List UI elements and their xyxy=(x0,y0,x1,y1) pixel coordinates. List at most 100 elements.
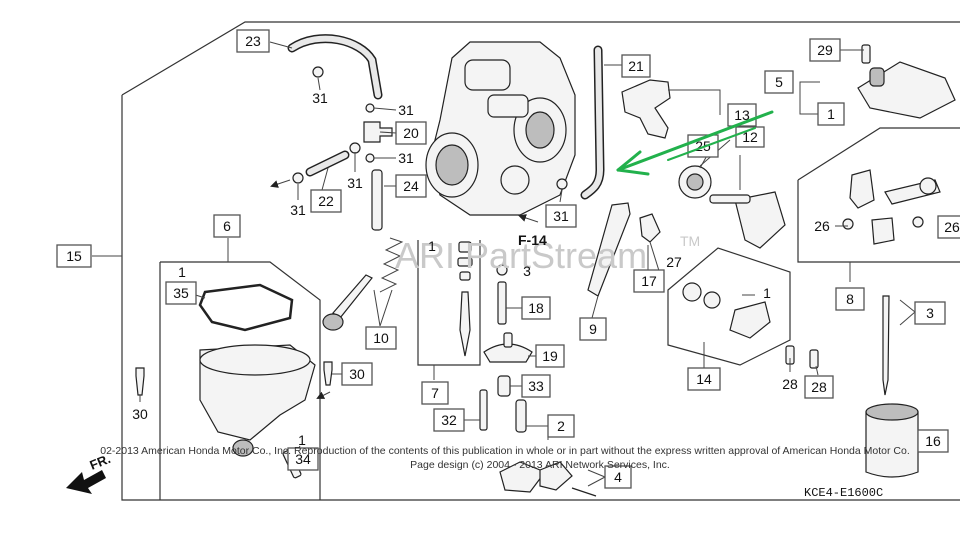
callout-35: 35 xyxy=(165,281,197,305)
jet-needle xyxy=(882,295,890,396)
svg-text:35: 35 xyxy=(173,285,189,301)
svg-text:10: 10 xyxy=(373,330,389,346)
accelerator-pump-frame xyxy=(667,247,791,366)
callout-33: 33 xyxy=(521,374,551,398)
main-jet xyxy=(497,375,511,397)
svg-text:31: 31 xyxy=(553,208,569,224)
svg-text:18: 18 xyxy=(528,300,544,316)
callout-8: 8 xyxy=(835,287,865,311)
callout-5: 5 xyxy=(764,70,794,94)
svg-text:3: 3 xyxy=(523,263,531,279)
svg-text:30: 30 xyxy=(349,366,365,382)
front-arrow: FR. xyxy=(66,451,113,494)
svg-text:31: 31 xyxy=(398,150,414,166)
chamber-screw-right xyxy=(323,361,333,386)
svg-text:3: 3 xyxy=(926,305,934,321)
svg-text:31: 31 xyxy=(312,90,328,106)
svg-text:1: 1 xyxy=(763,285,771,301)
throttle-link xyxy=(587,202,631,297)
svg-text:13: 13 xyxy=(734,107,750,123)
svg-text:21: 21 xyxy=(628,58,644,74)
callout-19: 19 xyxy=(535,344,565,368)
callout-6: 6 xyxy=(213,214,241,238)
pilot-screw xyxy=(479,389,488,431)
svg-text:25: 25 xyxy=(695,138,711,154)
svg-text:28: 28 xyxy=(782,376,798,392)
vent-tube xyxy=(287,34,383,100)
callout-1-top: 1 xyxy=(817,102,845,126)
svg-text:1: 1 xyxy=(827,106,835,122)
svg-text:27: 27 xyxy=(666,254,682,270)
svg-text:8: 8 xyxy=(846,291,854,307)
float-chamber xyxy=(199,344,316,457)
svg-text:9: 9 xyxy=(589,321,597,337)
svg-text:16: 16 xyxy=(925,433,941,449)
three-way-joint xyxy=(363,121,393,143)
callout-30-right: 30 xyxy=(341,362,373,386)
callout-9: 9 xyxy=(579,317,607,341)
svg-text:4: 4 xyxy=(614,469,622,485)
copyright-line-1: 02-2013 American Honda Motor Co., Inc. R… xyxy=(100,445,910,457)
svg-text:33: 33 xyxy=(528,378,544,394)
copyright-line-2: Page design (c) 2004 - 2013 ARI Network … xyxy=(410,459,670,471)
annotation-arrow xyxy=(616,110,774,176)
svg-text:20: 20 xyxy=(403,125,419,141)
watermark: ARI PartStream xyxy=(395,235,647,276)
needle-jet-holder xyxy=(483,343,533,363)
svg-text:FR.: FR. xyxy=(88,451,113,473)
svg-text:29: 29 xyxy=(817,42,833,58)
svg-text:5: 5 xyxy=(775,74,783,90)
svg-text:1: 1 xyxy=(428,238,436,254)
throttle-stop-spring xyxy=(379,237,404,293)
callout-31-right: 31 xyxy=(545,204,577,228)
loose-labels: 31 31 31 31 31 1 1 3 27 1 26 28 30 1 xyxy=(132,90,830,448)
throttle-arm xyxy=(639,213,661,243)
svg-text:14: 14 xyxy=(696,371,712,387)
section-reference: F-14 xyxy=(518,232,547,248)
svg-text:32: 32 xyxy=(441,412,457,428)
svg-text:1: 1 xyxy=(178,264,186,280)
float xyxy=(499,461,546,493)
callout-18: 18 xyxy=(521,296,551,320)
svg-text:1: 1 xyxy=(298,432,306,448)
svg-text:30: 30 xyxy=(132,406,148,422)
float-chamber-frame xyxy=(159,261,321,500)
callout-23: 23 xyxy=(236,29,270,53)
cable-bracket xyxy=(621,79,671,139)
callout-3-right: 3 xyxy=(914,301,946,325)
svg-text:28: 28 xyxy=(811,379,827,395)
chamber-screw-left xyxy=(135,367,145,396)
svg-text:15: 15 xyxy=(66,248,82,264)
callout-20: 20 xyxy=(395,121,427,145)
callout-26-right: 26 xyxy=(937,215,960,239)
carburetor-body xyxy=(425,41,576,216)
svg-text:24: 24 xyxy=(403,178,419,194)
choke-assembly-frame xyxy=(797,127,960,263)
svg-text:12: 12 xyxy=(742,129,758,145)
svg-text:22: 22 xyxy=(318,193,334,209)
callout-15: 15 xyxy=(56,244,92,268)
svg-text:31: 31 xyxy=(347,175,363,191)
choke-lever xyxy=(849,169,875,209)
callout-14: 14 xyxy=(687,367,721,391)
svg-text:26: 26 xyxy=(944,219,960,235)
throttle-drum xyxy=(734,191,786,249)
callout-10: 10 xyxy=(365,326,397,350)
callout-22: 22 xyxy=(310,189,342,213)
watermark-trademark: TM xyxy=(680,233,700,249)
svg-text:31: 31 xyxy=(290,202,306,218)
clip-31-a xyxy=(312,66,324,78)
svg-text:26: 26 xyxy=(814,218,830,234)
svg-text:19: 19 xyxy=(542,348,558,364)
svg-text:7: 7 xyxy=(431,385,439,401)
jet-needle-set xyxy=(457,241,473,357)
svg-text:34: 34 xyxy=(295,451,311,467)
pump-cover xyxy=(729,301,771,339)
callout-29: 29 xyxy=(809,38,841,62)
callout-24: 24 xyxy=(395,174,427,198)
callout-17: 17 xyxy=(633,269,665,293)
callout-32: 32 xyxy=(433,408,465,432)
callout-2: 2 xyxy=(547,414,575,438)
callout-28-right: 28 xyxy=(804,375,834,399)
